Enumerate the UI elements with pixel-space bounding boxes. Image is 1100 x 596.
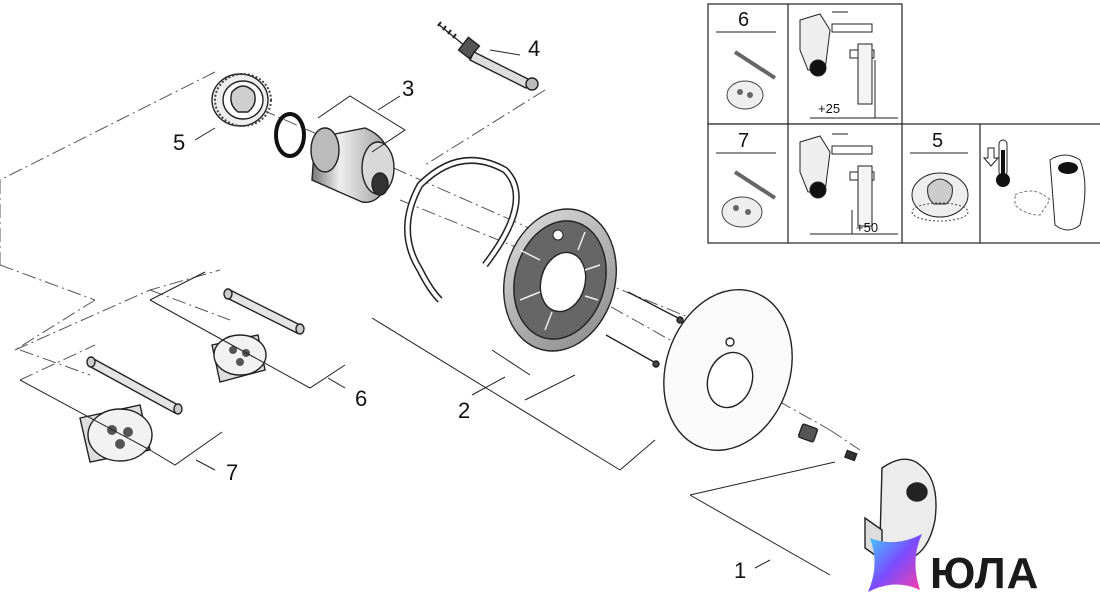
dim-plus-25: +25	[818, 101, 840, 116]
table-num-6: 6	[738, 9, 749, 31]
long-screws	[605, 291, 684, 368]
handle-adapter	[797, 423, 858, 462]
table-num-7: 7	[738, 130, 749, 152]
part-4-spindle	[437, 21, 539, 91]
snap-ring	[404, 156, 520, 303]
callout-3: 3	[402, 76, 414, 101]
callout-4: 4	[528, 36, 540, 61]
leader-lines	[19, 49, 836, 576]
dim-plus-50: +50	[856, 220, 878, 235]
part-2-mounting-plate	[503, 208, 617, 352]
part-5-adapter	[211, 73, 272, 127]
part-3-sleeve	[310, 127, 395, 203]
table-num-5: 5	[932, 130, 943, 152]
o-ring	[274, 112, 306, 158]
reference-table: 6 7 5 +25	[707, 3, 1100, 244]
callout-1: 1	[734, 558, 746, 583]
part-6-cartridge	[211, 288, 305, 383]
callout-6: 6	[355, 386, 367, 411]
callout-2: 2	[458, 398, 470, 423]
brand-logo: ЮЛА	[868, 534, 1039, 596]
escutcheon-plate	[663, 288, 793, 452]
callout-7: 7	[226, 460, 238, 485]
callout-5: 5	[173, 130, 185, 155]
brand-star-icon	[868, 534, 922, 592]
part-7-cartridge	[79, 356, 183, 463]
brand-wordmark: ЮЛА	[930, 549, 1039, 596]
